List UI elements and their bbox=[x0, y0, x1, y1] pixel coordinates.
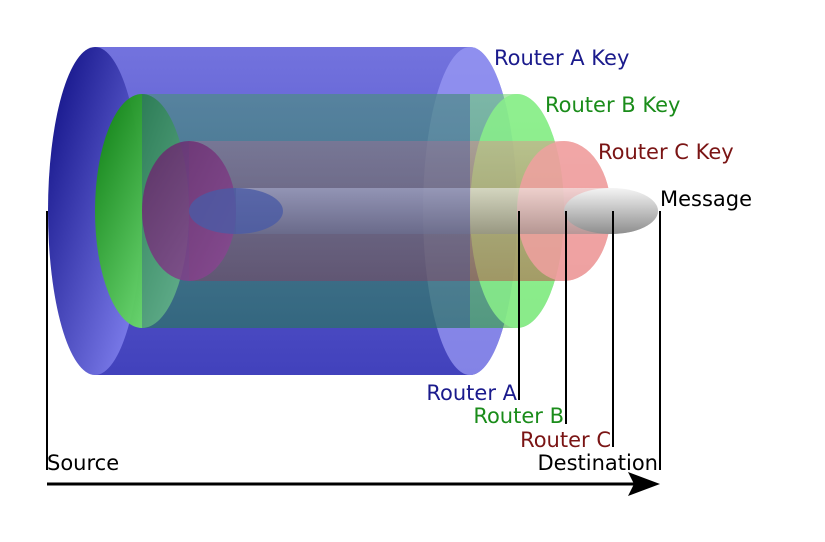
message-cylinder bbox=[236, 188, 658, 234]
router-c-key-label: Router C Key bbox=[598, 140, 734, 164]
router-c-label: Router C bbox=[520, 428, 611, 452]
message-left-cap bbox=[189, 188, 283, 234]
router-a-label: Router A bbox=[426, 381, 517, 405]
router-b-key-label: Router B Key bbox=[545, 93, 680, 117]
router-a-key-label: Router A Key bbox=[494, 46, 629, 70]
router-b-label: Router B bbox=[473, 404, 564, 428]
message-layer bbox=[189, 188, 658, 234]
message-label: Message bbox=[660, 187, 752, 211]
destination-label: Destination bbox=[537, 451, 658, 475]
message-right-cap bbox=[564, 188, 658, 234]
router-a-key-overlay bbox=[142, 94, 470, 328]
path-arrow bbox=[47, 472, 660, 496]
source-label: Source bbox=[47, 451, 119, 475]
